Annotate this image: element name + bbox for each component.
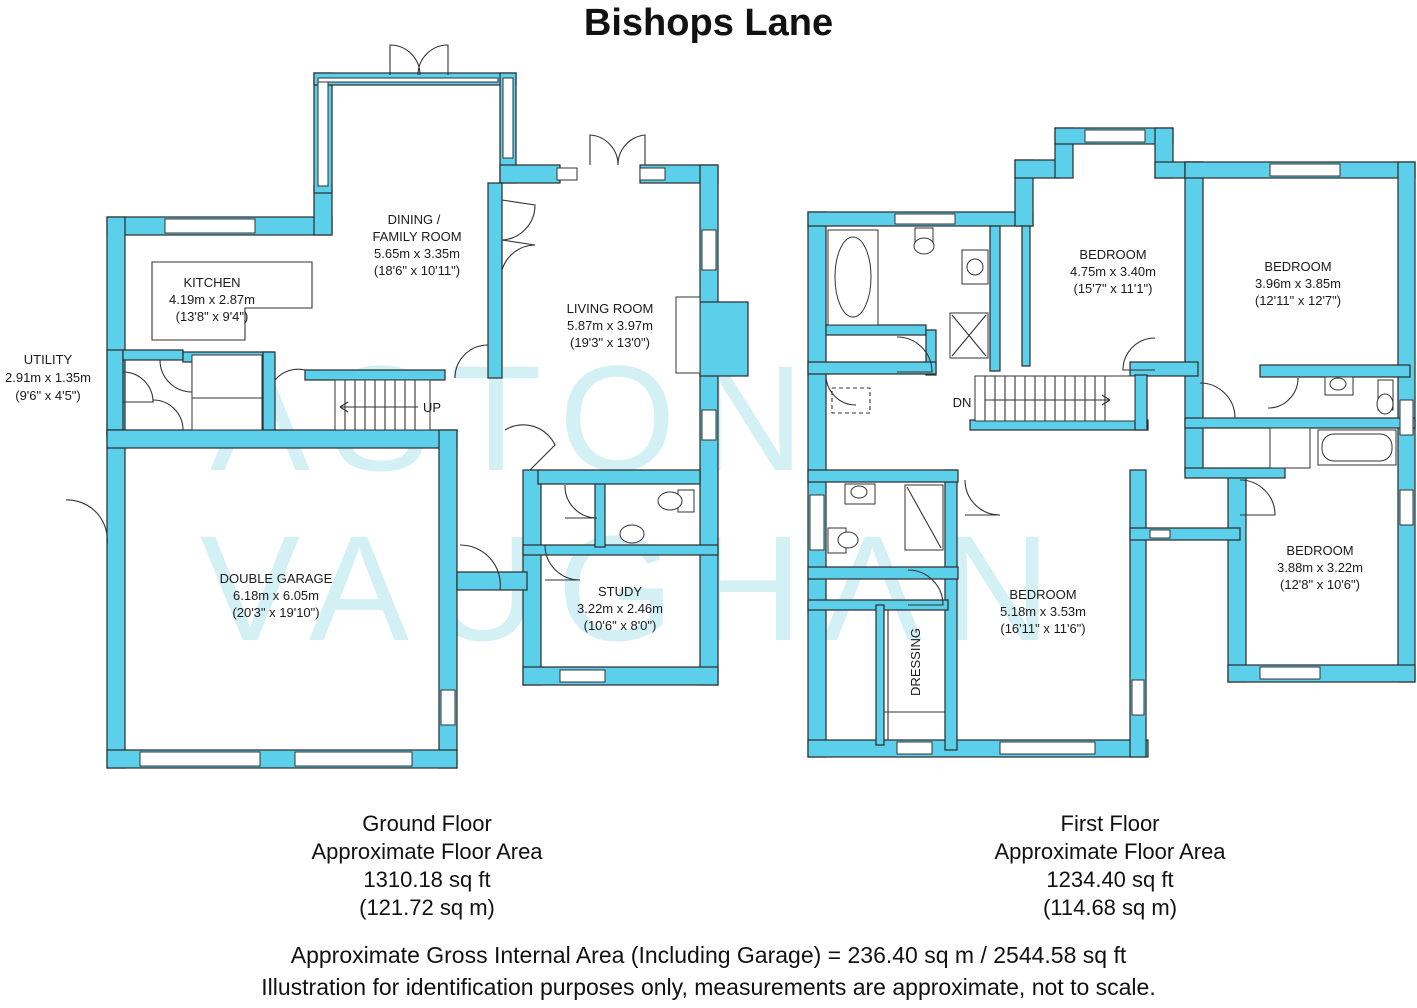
room-label-garage: DOUBLE GARAGE 6.18m x 6.05m (20'3" x 19'… xyxy=(220,571,333,620)
room-label-utility: UTILITY 2.91m x 1.35m (9'6" x 4'5") xyxy=(5,352,91,403)
ground-floor-fixtures xyxy=(151,261,695,544)
room-label-bedroom-1: BEDROOM 4.75m x 3.40m (15'7" x 11'1") xyxy=(1070,247,1156,296)
room-imperial: (18'6" x 10'11") xyxy=(374,263,460,278)
room-imperial: (13'8" x 9'4") xyxy=(176,309,249,324)
page-title: Bishops Lane xyxy=(583,2,834,44)
room-imperial: (12'11" x 12'7") xyxy=(1255,293,1341,308)
room-metric: 4.19m x 2.87m xyxy=(169,292,255,307)
room-label-bedroom-3: BEDROOM 3.88m x 3.22m (12'8" x 10'6") xyxy=(1277,543,1363,592)
room-name: BEDROOM xyxy=(1079,247,1146,262)
ground-floor-caption: Ground Floor Approximate Floor Area 1310… xyxy=(277,810,577,922)
room-name: DOUBLE GARAGE xyxy=(220,571,333,586)
ground-floor-stairs xyxy=(334,379,431,431)
first-floor-fixtures xyxy=(827,227,1397,740)
first-floor-plan: BEDROOM 4.75m x 3.40m (15'7" x 11'1") BE… xyxy=(807,127,1416,758)
room-name: BEDROOM xyxy=(1286,543,1353,558)
room-imperial: (10'6" x 8'0") xyxy=(584,618,657,633)
room-name: UTILITY xyxy=(24,352,73,367)
stairs-up-label: UP xyxy=(423,400,441,415)
room-label-bedroom-4: BEDROOM 5.18m x 3.53m (16'11" x 11'6") xyxy=(1000,587,1086,636)
room-imperial: (20'3" x 19'10") xyxy=(232,605,319,620)
room-imperial: (9'6" x 4'5") xyxy=(15,388,81,403)
first-floor-windows xyxy=(809,129,1414,755)
first-floor-caption-line-3: 1234.40 sq ft xyxy=(1046,867,1174,892)
room-name: LIVING ROOM xyxy=(567,301,654,316)
room-label-dressing: DRESSING xyxy=(908,628,923,696)
ground-floor-plan: UTILITY 2.91m x 1.35m (9'6" x 4'5") KITC… xyxy=(5,44,749,769)
ground-floor-caption-line-4: (121.72 sq m) xyxy=(359,895,495,920)
room-imperial: (12'8" x 10'6") xyxy=(1280,577,1360,592)
room-name: KITCHEN xyxy=(183,275,240,290)
room-label-kitchen: KITCHEN 4.19m x 2.87m (13'8" x 9'4") xyxy=(169,275,255,324)
first-floor-caption-line-4: (114.68 sq m) xyxy=(1042,895,1178,920)
stairs-down-label: DN xyxy=(953,395,972,410)
first-floor-caption-line-1: First Floor xyxy=(1060,811,1160,836)
ground-floor-caption-line-3: 1310.18 sq ft xyxy=(363,867,491,892)
room-metric: 3.22m x 2.46m xyxy=(577,601,663,616)
first-floor-doors xyxy=(825,336,1299,606)
room-imperial: (19'3" x 13'0") xyxy=(570,335,650,350)
room-imperial: (16'11" x 11'6") xyxy=(1000,621,1085,636)
ground-floor-windows xyxy=(139,77,717,767)
ground-floor-doors xyxy=(65,44,646,591)
room-metric: 3.88m x 3.22m xyxy=(1277,560,1363,575)
first-floor-caption: First Floor Approximate Floor Area 1234.… xyxy=(960,810,1260,922)
room-metric: 5.87m x 3.97m xyxy=(567,318,653,333)
disclaimer-note: Illustration for identification purposes… xyxy=(261,974,1156,1000)
gross-area-note: Approximate Gross Internal Area (Includi… xyxy=(290,942,1127,968)
room-name: FAMILY ROOM xyxy=(372,229,461,244)
room-metric: 2.91m x 1.35m xyxy=(5,370,91,385)
room-label-bedroom-2: BEDROOM 3.96m x 3.85m (12'11" x 12'7") xyxy=(1255,259,1341,308)
room-metric: 6.18m x 6.05m xyxy=(233,588,319,603)
first-floor-caption-line-2: Approximate Floor Area xyxy=(994,839,1226,864)
room-label-study: STUDY 3.22m x 2.46m (10'6" x 8'0") xyxy=(577,584,663,633)
room-name: BEDROOM xyxy=(1264,259,1331,274)
room-metric: 3.96m x 3.85m xyxy=(1255,276,1341,291)
ground-floor-caption-line-2: Approximate Floor Area xyxy=(311,839,543,864)
first-floor-stairs xyxy=(974,375,1136,422)
room-imperial: (15'7" x 11'1") xyxy=(1074,281,1153,296)
room-name: DINING / xyxy=(388,212,441,227)
room-name: BEDROOM xyxy=(1009,587,1076,602)
room-name: STUDY xyxy=(598,584,642,599)
room-metric: 4.75m x 3.40m xyxy=(1070,264,1156,279)
room-metric: 5.65m x 3.35m xyxy=(374,246,460,261)
ground-floor-caption-line-1: Ground Floor xyxy=(362,811,492,836)
room-metric: 5.18m x 3.53m xyxy=(1000,604,1086,619)
room-label-dining-family: DINING / FAMILY ROOM 5.65m x 3.35m (18'6… xyxy=(372,212,461,278)
room-label-living: LIVING ROOM 5.87m x 3.97m (19'3" x 13'0"… xyxy=(567,301,654,350)
